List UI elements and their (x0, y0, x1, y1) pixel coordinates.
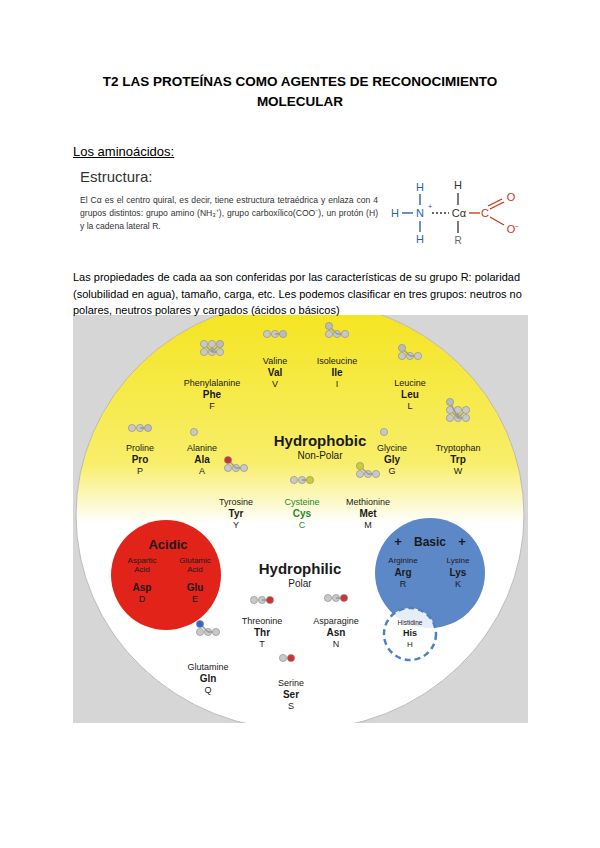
amino-acid-name: Polar (255, 578, 345, 590)
amino-acid-name: Alanine (172, 443, 232, 453)
atom-label: H (414, 181, 426, 194)
amino-acid-name: Non-Polar (275, 450, 365, 462)
amino-acid-name: Histidine (390, 619, 430, 626)
amino-acid-code: Glu (165, 582, 225, 594)
circle-outline (110, 519, 222, 631)
amino-acid-code: Phe (182, 389, 242, 401)
amino-acid-name: C (272, 520, 332, 530)
amino-acid-name: Serine (261, 678, 321, 688)
amino-acid-code: Met (338, 508, 398, 520)
amino-acid-name: R (373, 579, 433, 589)
atom-label: H (414, 233, 426, 246)
amino-acid-name: Cysteine (272, 497, 332, 507)
amino-acid-name: I (307, 379, 367, 389)
amino-acid-name: Asparagine (304, 616, 368, 626)
atom-label: H (452, 179, 464, 192)
atom-label: C (479, 207, 491, 220)
amino-acid-code: His (395, 628, 425, 638)
amino-acid-name: Phenylalanine (182, 378, 242, 388)
group-heading: Acidic (133, 538, 203, 553)
amino-acid-name: Tryptophan (426, 443, 490, 453)
section-heading: Los aminoácidos: (73, 145, 273, 160)
amino-acid-name: G (362, 466, 422, 476)
atom-label: O (505, 191, 517, 204)
paragraph: Las propiedades de cada aa son conferida… (73, 269, 531, 319)
section-heading: Estructura: (80, 168, 230, 185)
amino-acid-code: Thr (232, 627, 292, 639)
amino-acid-code: Ile (307, 367, 367, 379)
amino-acid-name: E (165, 594, 225, 604)
amino-acid-code: Asp (112, 582, 172, 594)
amino-acid-name: Aspartic Acid (121, 556, 163, 574)
paragraph: El Cα es el centro quiral, es decir, tie… (80, 194, 378, 233)
acidic-circle: AcidicAspartic AcidAspD Glutamic AcidGluE (110, 519, 222, 631)
group-heading: Basic (408, 536, 452, 550)
basic-circle: +Basic+ ArginineArgR LysineLysK (374, 517, 486, 629)
amino-acid-code: Leu (380, 389, 440, 401)
amino-acid-name: Threonine (232, 616, 292, 626)
amino-acid-name: T (232, 639, 292, 649)
amino-acid-code: Cys (272, 508, 332, 520)
amino-acid-name: K (428, 579, 488, 589)
histidine-circle: HistidineHisH (382, 606, 438, 662)
atom-label: O⁻ (505, 223, 521, 236)
atom-label: R (452, 235, 464, 247)
amino-acid-name: W (428, 466, 488, 476)
amino-acid-code: Trp (428, 454, 488, 466)
amino-acid-code: Tyr (206, 508, 266, 520)
amino-acid-name: D (112, 594, 172, 604)
amino-acid-name: Isoleucine (307, 356, 367, 366)
amino-acid-name: S (261, 701, 321, 711)
amino-acid-name: Glutamine (178, 662, 238, 672)
group-heading: Hydrophobic (260, 432, 380, 449)
polarity-circle: PhenylalaninePheF ValineValV IsoleucineIle… (73, 315, 528, 723)
amino-acid-name: Methionine (336, 497, 400, 507)
amino-acid-name: Arginine (382, 556, 424, 565)
amino-acid-name: H (400, 640, 420, 649)
atom-label: H (389, 207, 401, 220)
group-heading: + (391, 535, 405, 550)
amino-acid-name: Q (178, 685, 238, 695)
circle-outline (374, 517, 486, 629)
amino-acid-name: Leucine (380, 378, 440, 388)
amino-acid-code: Ser (261, 689, 321, 701)
amino-acid-code: Val (245, 367, 305, 379)
figure-frame: PhenylalaninePheF ValineValV IsoleucineIle… (73, 315, 528, 723)
amino-acid-name: Glutamic Acid (173, 556, 217, 574)
atom-label: Cα (449, 207, 469, 220)
amino-acid-code: Arg (373, 567, 433, 579)
amino-acid-code: Gln (178, 673, 238, 685)
amino-acid-name: M (338, 520, 398, 530)
amino-acid-code: Lys (428, 567, 488, 579)
amino-acid-name: F (182, 401, 242, 411)
amino-acid-name: Proline (110, 443, 170, 453)
atom-label: + (425, 202, 435, 211)
amino-acid-name: Lysine (437, 556, 479, 565)
page-title: T2 LAS PROTEÍNAS COMO AGENTES DE RECONOC… (65, 72, 535, 111)
group-heading: Hydrophilic (240, 560, 360, 577)
amino-acid-name: A (172, 466, 232, 476)
group-heading: + (455, 535, 469, 550)
amino-acid-name: Tyrosine (206, 497, 266, 507)
atom-label: N (414, 207, 426, 220)
amino-acid-name: Y (206, 520, 266, 530)
amino-acid-name: L (380, 401, 440, 411)
amino-acid-code: Gly (362, 454, 422, 466)
amino-acid-name: Valine (245, 356, 305, 366)
amino-acid-name: P (110, 466, 170, 476)
amino-acid-code: Asn (306, 627, 366, 639)
amino-acid-name: Glycine (362, 443, 422, 453)
amino-acid-name: N (306, 639, 366, 649)
amino-acid-code: Ala (172, 454, 232, 466)
amino-acid-code: Pro (110, 454, 170, 466)
amino-acid-name: V (245, 379, 305, 389)
